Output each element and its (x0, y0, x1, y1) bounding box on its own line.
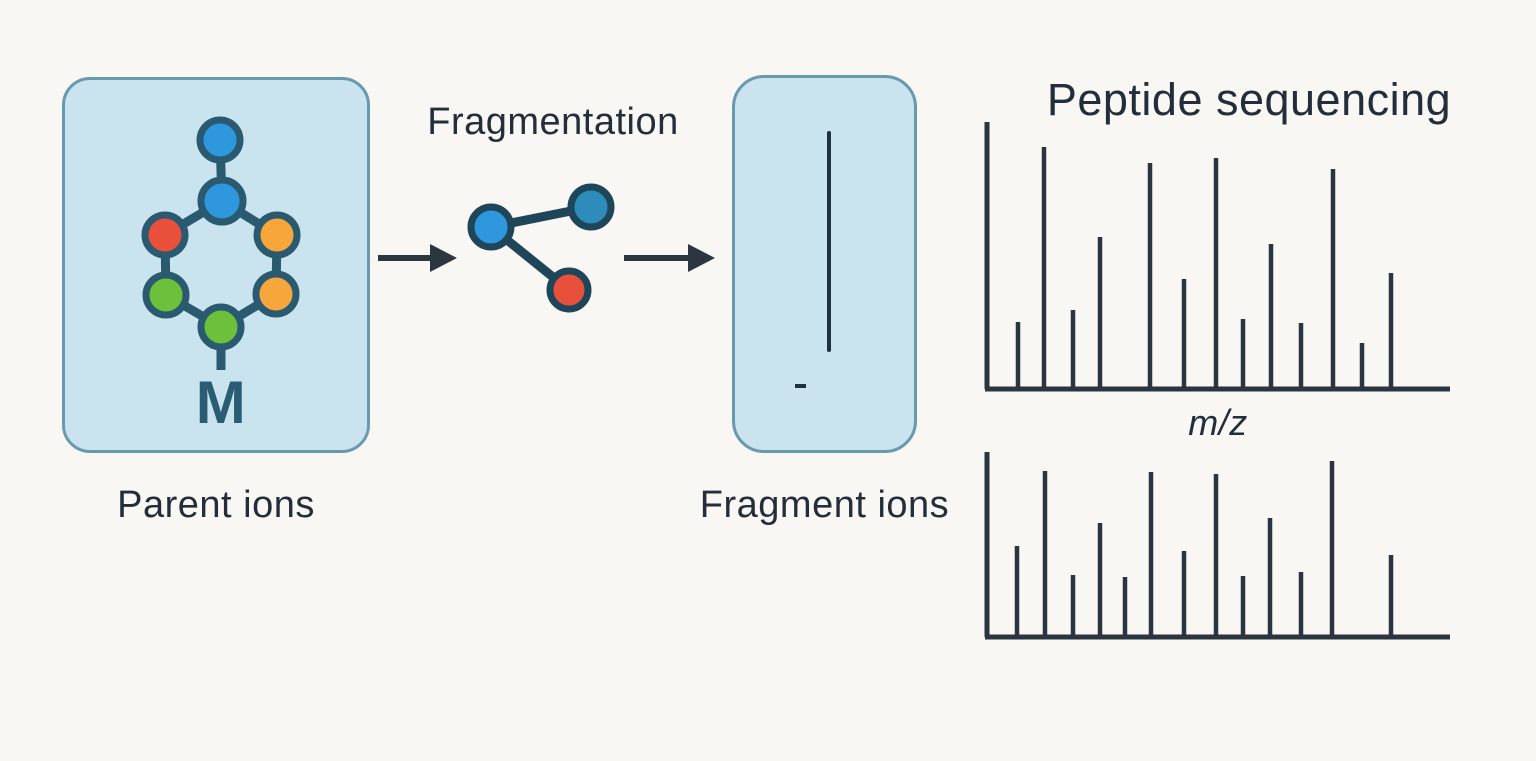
mass-spectrum-bottom (984, 452, 1450, 640)
red-fragment-atom-icon (546, 267, 592, 313)
fragment-ions-label: Fragment ions (699, 484, 950, 526)
fragment-peak-line (795, 131, 831, 388)
mass-spectrum-top (984, 122, 1450, 392)
blue-atom-center-icon (197, 176, 247, 226)
arrow-right-icon (378, 244, 457, 272)
fragmentation-label: Fragmentation (427, 101, 679, 143)
teal-fragment-atom-icon (567, 183, 615, 231)
arrow-shaft (378, 255, 434, 261)
parent-ions-panel: M (62, 77, 370, 453)
arrow-shaft (624, 255, 692, 261)
orange-atom-lower-icon (252, 270, 300, 318)
fragment-ions-panel (732, 75, 917, 453)
mz-axis-label: m/z (1188, 402, 1248, 443)
parent-molecule-icon (141, 116, 301, 370)
arrow-head (430, 244, 457, 272)
molecule-m-label: M (195, 369, 247, 436)
green-atom-bottom-icon (197, 303, 245, 351)
orange-atom-upper-icon (253, 211, 301, 259)
fragment-molecule-icon (467, 183, 615, 313)
arrow-head (688, 244, 715, 272)
red-atom-icon (141, 211, 189, 259)
small-dash-mark (795, 384, 806, 388)
green-atom-left-icon (142, 271, 190, 319)
peptide-sequencing-title: Peptide sequencing (1046, 74, 1452, 125)
blue-fragment-atom-icon (467, 203, 515, 251)
arrow-right-icon (624, 244, 715, 272)
blue-atom-top-icon (196, 116, 244, 164)
parent-ions-label: Parent ions (117, 484, 315, 526)
